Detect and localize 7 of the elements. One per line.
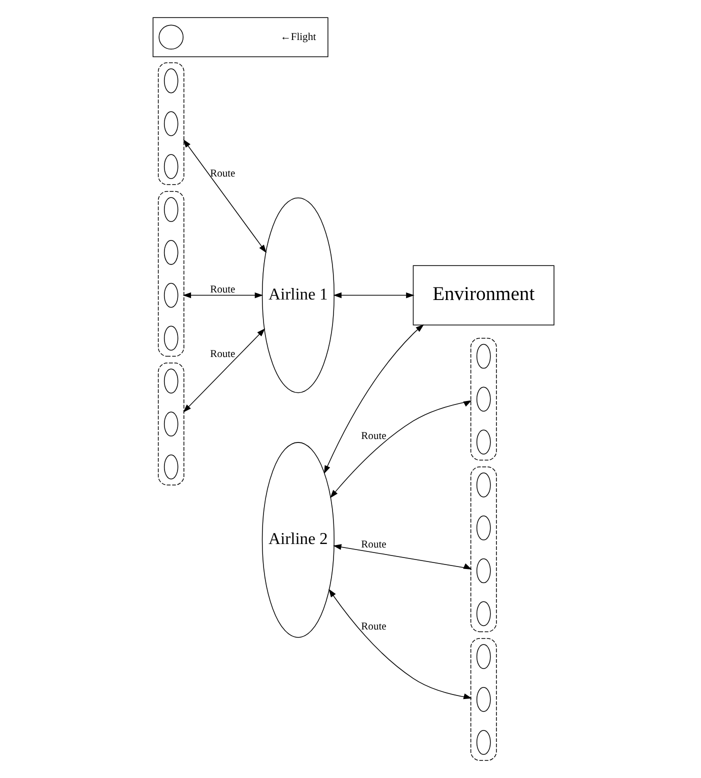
edge-label: Route xyxy=(361,622,386,633)
edge-label: Route xyxy=(361,540,386,551)
edge-label: Route xyxy=(210,168,236,180)
edge-label: Route xyxy=(210,349,236,360)
edge-label: Route xyxy=(210,284,236,296)
edge-label: Route xyxy=(361,431,386,442)
legend-label: ←Flight xyxy=(280,32,316,43)
